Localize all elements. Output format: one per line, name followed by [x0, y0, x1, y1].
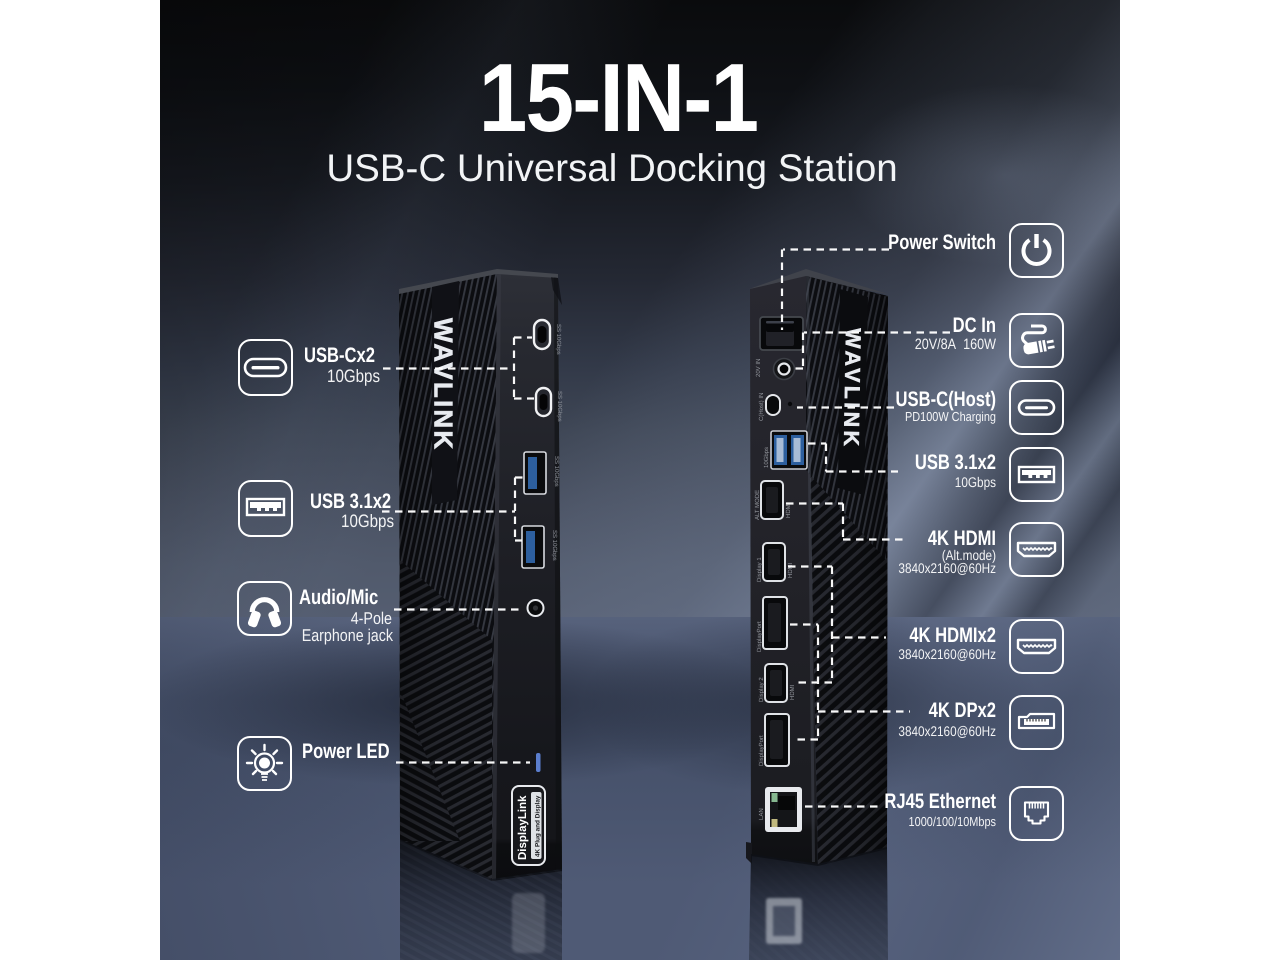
svg-text:WAVLINK: WAVLINK	[839, 328, 865, 450]
svg-text:HDMI: HDMI	[789, 684, 796, 700]
svg-text:DisplayPort: DisplayPort	[756, 621, 763, 652]
svg-text:SS 10Gbps: SS 10Gbps	[553, 456, 560, 487]
svg-text:HDMI: HDMI	[785, 502, 792, 518]
svg-text:20V IN: 20V IN	[755, 359, 762, 377]
svg-text:HDMI: HDMI	[787, 562, 794, 578]
svg-text:C(Host) IN: C(Host) IN	[758, 393, 765, 421]
svg-text:4K Plug and Display: 4K Plug and Display	[535, 795, 542, 857]
svg-text:Display 2: Display 2	[758, 677, 765, 702]
svg-text:LAN: LAN	[758, 808, 765, 820]
svg-text:DisplayPort: DisplayPort	[758, 735, 765, 766]
svg-text:SS 10Gbps: SS 10Gbps	[555, 324, 562, 355]
svg-text:DisplayLink: DisplayLink	[517, 795, 529, 860]
svg-text:SS 10Gbps: SS 10Gbps	[556, 391, 563, 422]
svg-text:SS 10Gbps: SS 10Gbps	[551, 530, 558, 561]
svg-text:10Gbps: 10Gbps	[763, 447, 770, 468]
svg-text:Display 1: Display 1	[756, 557, 763, 582]
svg-text:ALT MODE: ALT MODE	[754, 490, 761, 520]
svg-text:WAVLINK: WAVLINK	[429, 318, 459, 451]
